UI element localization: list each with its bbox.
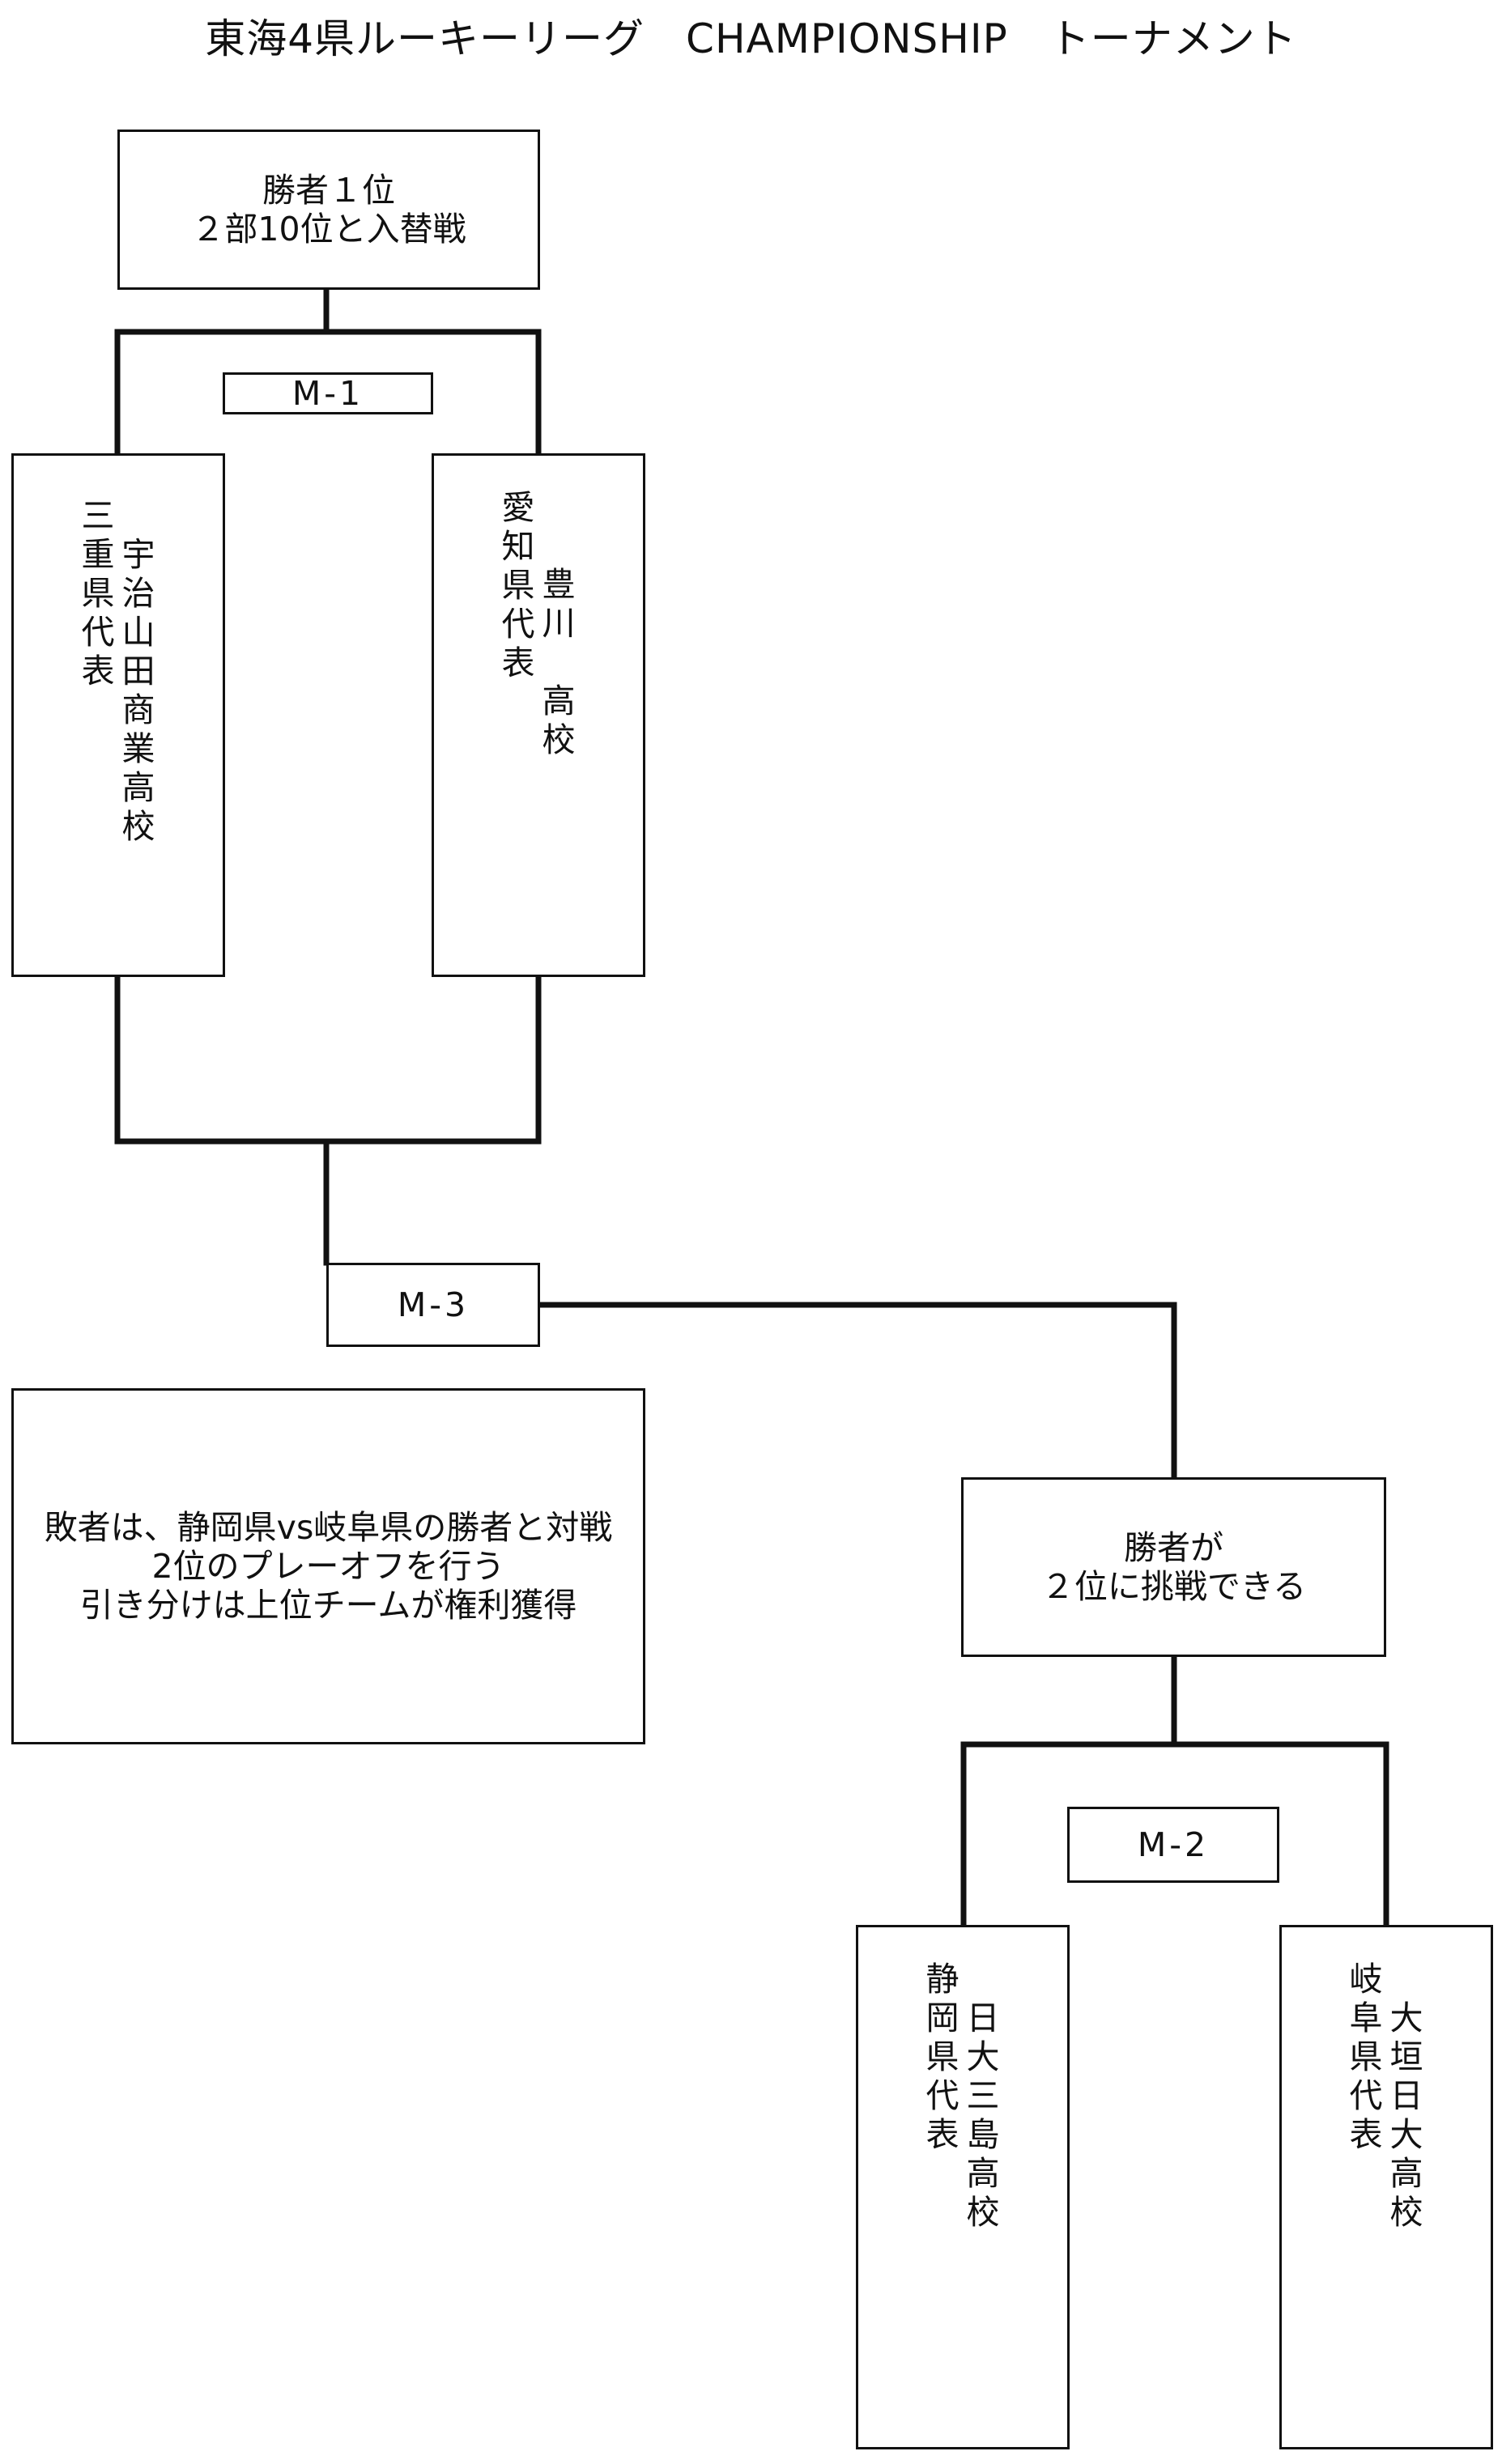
vertical-char: 商 [121,690,155,729]
vertical-char: 校 [1389,2193,1423,2232]
vertical-char: 高 [121,768,155,807]
vertical-char: 県 [81,574,115,613]
vertical-char: 大 [1389,2115,1423,2154]
vertical-char: 代 [81,613,115,652]
team-box-gifu: 岐阜県代表 大垣日大高校 [1279,1925,1493,2449]
vertical-char: 大 [1389,1999,1423,2037]
vertical-char: 重 [81,535,115,574]
vertical-char: 表 [81,652,115,690]
connector-m3-to-challenger [535,1302,1177,1481]
vertical-char: 表 [501,644,535,682]
vertical-char [539,643,578,682]
challenger-line2: ２位に挑戦できる [1040,1567,1307,1606]
vertical-char: 高 [966,2154,1000,2193]
vertical-char: 静 [925,1960,959,1999]
note-line1: 敗者は、静岡県vs岐阜県の勝者と対戦 [44,1508,613,1547]
vertical-char: 校 [121,807,155,846]
vertical-char: 日 [1389,2076,1423,2115]
match-label-m1: M-1 [223,372,433,414]
vertical-char: 宇 [121,535,155,574]
vertical-char: 代 [925,2076,959,2115]
vertical-char: 豊 [542,565,576,604]
vertical-char: 県 [925,2037,959,2076]
page-title: 東海4県ルーキーリーグ CHAMPIONSHIP トーナメント [205,15,1297,62]
vertical-char: 大 [966,2037,1000,2076]
vertical-char: 代 [501,605,535,644]
team-box-mie: 三重県代表 宇治山田商業高校 [11,453,225,977]
match-label-m2: M-2 [1067,1807,1279,1883]
challenger-box: 勝者が ２位に挑戦できる [961,1477,1386,1657]
vertical-char: 島 [966,2115,1000,2154]
team-shizuoka-prefecture: 静岡県代表 [923,1960,962,2154]
vertical-char: 山 [121,613,155,652]
vertical-char: 岡 [925,1999,959,2037]
vertical-char: 高 [1389,2154,1423,2193]
team-aichi-prefecture: 愛知県代表 [499,488,538,682]
vertical-char: 代 [1349,2076,1383,2115]
vertical-char: 業 [121,729,155,768]
vertical-char: 三 [966,2076,1000,2115]
vertical-char: 愛 [501,488,535,527]
team-mie-school: 宇治山田商業高校 [119,535,158,846]
team-gifu-school: 大垣日大高校 [1387,1999,1426,2232]
bracket-m1-bottom [114,972,542,1145]
winner-first-place-box: 勝者１位 ２部10位と入替戦 [117,130,540,290]
vertical-char: 阜 [1349,1999,1383,2037]
vertical-char: 治 [121,574,155,613]
vertical-char: 岐 [1349,1960,1383,1999]
note-line2: 2位のプレーオフを行う [151,1547,505,1586]
bracket-m2-top [960,1741,1389,1930]
team-box-shizuoka: 静岡県代表 日大三島高校 [856,1925,1070,2449]
vertical-char: 日 [966,1999,1000,2037]
vertical-char: 県 [1349,2037,1383,2076]
vertical-char: 垣 [1389,2037,1423,2076]
note-box: 敗者は、静岡県vs岐阜県の勝者と対戦 2位のプレーオフを行う 引き分けは上位チー… [11,1388,645,1744]
vertical-char: 知 [501,527,535,566]
vertical-char: 校 [542,720,576,759]
vertical-char: 川 [542,604,576,643]
vertical-char: 表 [1349,2115,1383,2154]
vertical-char: 県 [501,566,535,605]
vertical-char: 三 [81,496,115,535]
vertical-char: 校 [966,2193,1000,2232]
team-aichi-school: 豊川 高校 [539,565,578,759]
match-label-m3: M-3 [326,1263,540,1347]
team-mie-prefecture: 三重県代表 [79,496,117,690]
vertical-char: 田 [121,652,155,690]
challenger-line1: 勝者が [1124,1528,1223,1567]
vertical-char: 高 [542,682,576,720]
team-shizuoka-school: 日大三島高校 [964,1999,1002,2232]
vertical-char: 表 [925,2115,959,2154]
winner-first-place-line2: ２部10位と入替戦 [191,210,466,249]
note-line3: 引き分けは上位チームが権利獲得 [79,1586,577,1625]
team-box-aichi: 愛知県代表 豊川 高校 [432,453,645,977]
bracket-m1-top [114,329,542,457]
winner-first-place-line1: 勝者１位 [262,171,395,210]
team-gifu-prefecture: 岐阜県代表 [1347,1960,1385,2154]
